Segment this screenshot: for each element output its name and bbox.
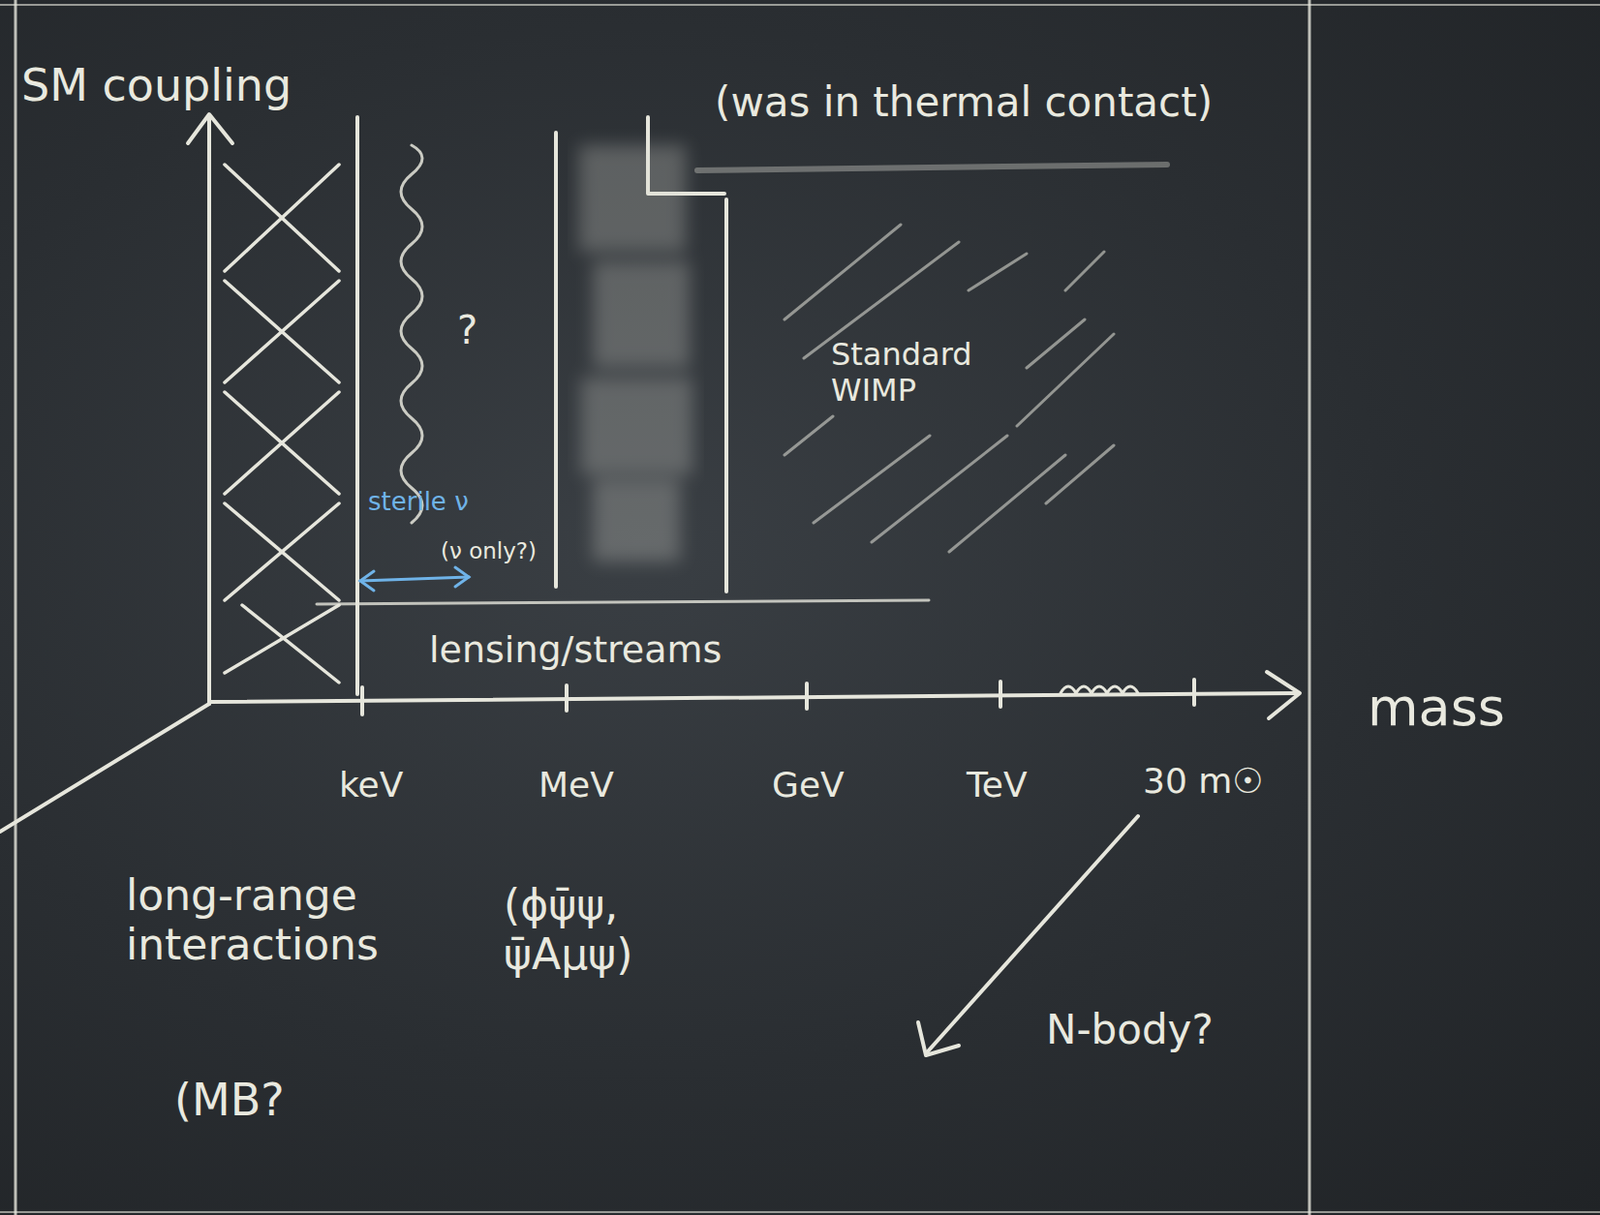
- chalk-smudge: [579, 145, 693, 562]
- board-line: [0, 3, 1600, 6]
- formula: (ϕψ̄ψ, ψ̄Aμψ): [503, 881, 717, 980]
- axis-break: [1060, 686, 1139, 694]
- blue-arrow: [360, 567, 469, 591]
- board-line: [14, 0, 18, 1215]
- region-note: (was in thermal contact): [714, 79, 1213, 126]
- tick-label: GeV: [771, 765, 845, 805]
- board-line: [1308, 0, 1312, 1215]
- wavy-boundary: [400, 145, 423, 524]
- region-label: sterile ν: [368, 488, 469, 518]
- axis-title: SM coupling: [21, 60, 292, 112]
- note: N-body?: [1046, 1007, 1214, 1054]
- axis-arrowhead: [1266, 672, 1300, 719]
- chalk-underline: [697, 164, 1168, 171]
- third-axis: [0, 704, 210, 832]
- region-label: Standard WIMP: [830, 337, 996, 409]
- tick: [1192, 679, 1197, 706]
- constraint-label: lensing/streams: [429, 629, 722, 673]
- tick-label: TeV: [966, 765, 1028, 805]
- arrowhead: [918, 1022, 959, 1056]
- note: (MB?: [174, 1075, 285, 1127]
- lensing-line: [316, 600, 929, 605]
- tick-label: MeV: [538, 765, 615, 805]
- question-mark: ?: [457, 307, 478, 353]
- boundary-line: [553, 132, 558, 587]
- board-line: [0, 1211, 1600, 1214]
- wimp-hatching: [784, 224, 1114, 553]
- boundary-line: [724, 199, 729, 592]
- tick-label: keV: [338, 765, 403, 805]
- tick: [998, 681, 1003, 708]
- axis-title: mass: [1367, 677, 1506, 739]
- note: long-range interactions: [125, 871, 417, 970]
- tick: [360, 687, 365, 715]
- axis-arrowhead: [187, 114, 233, 144]
- tick-label: 30 m☉: [1142, 761, 1264, 801]
- tick: [804, 683, 809, 709]
- y-axis: [207, 116, 212, 705]
- x-axis: [209, 693, 1298, 703]
- tick: [564, 685, 569, 711]
- region-note: (ν only?): [440, 538, 537, 564]
- boundary-line: [355, 117, 360, 695]
